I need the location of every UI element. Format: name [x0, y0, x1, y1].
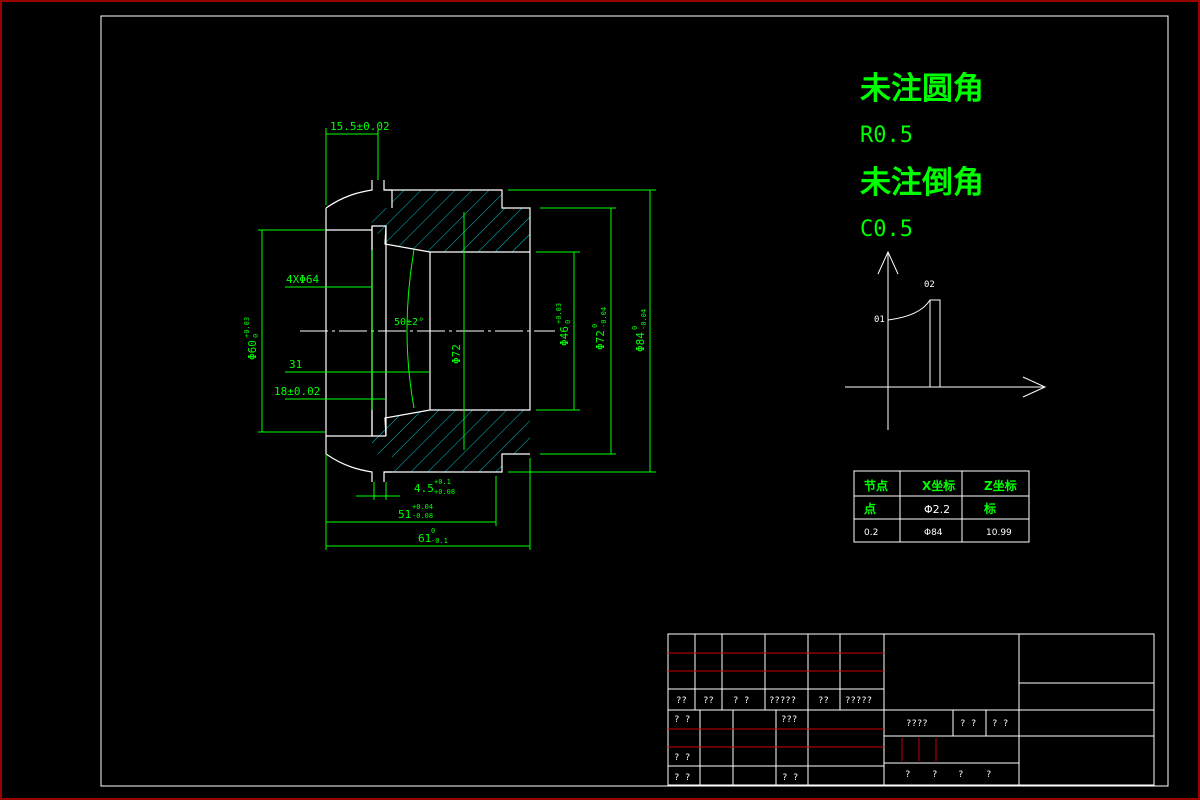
graph-point-1: 01	[874, 315, 885, 325]
dimension-lines	[258, 128, 656, 550]
part-section-view	[300, 180, 555, 482]
dim-len-51: 51	[398, 508, 411, 521]
dim-bore-tol-low: 0	[252, 334, 260, 338]
tb-mid-1: ???	[781, 715, 797, 725]
dim-dia-46-tol: +0.03	[555, 303, 563, 324]
tb-sheet-b: ? ?	[992, 719, 1008, 729]
fillet-title: 未注圆角	[860, 71, 984, 107]
chamfer-title: 未注倒角	[860, 165, 984, 201]
tb-bottom-2: ?	[932, 770, 937, 780]
dim-len-18: 18±0.02	[274, 385, 320, 398]
dim-dia-84: Φ84	[634, 332, 647, 352]
dim-len-45-up: +0.1	[434, 478, 451, 486]
tb-label-4: ?????	[769, 696, 796, 706]
dim-holes: 4XΦ64	[286, 273, 319, 286]
dim-len-61-low: -0.1	[431, 537, 448, 545]
dim-dia-72: Φ72	[450, 344, 463, 364]
dim-len-61-up: 0	[431, 527, 435, 535]
tb-label-2: ??	[703, 696, 714, 706]
coord-row1-x: Φ2.2	[924, 503, 950, 516]
coord-header-z: Z坐标	[984, 478, 1017, 493]
tb-left-1: ? ?	[674, 715, 690, 725]
dim-bore-tol: +0.03	[243, 317, 251, 338]
fillet-value: R0.5	[860, 123, 913, 148]
coord-header-node: 节点	[864, 478, 888, 493]
title-block	[667, 633, 1155, 786]
coord-row2-node: 0.2	[864, 528, 878, 538]
dim-len-45: 4.5	[414, 482, 434, 495]
tb-label-1: ??	[676, 696, 687, 706]
coord-row2-z: 10.99	[986, 528, 1012, 538]
graph-point-2: 02	[924, 280, 935, 290]
dim-dia-84-low: -0.04	[640, 309, 648, 330]
dim-groove-width: 15.5±0.02	[330, 120, 390, 133]
coord-row1-z: 标	[983, 501, 996, 516]
tb-bottom-3: ?	[958, 770, 963, 780]
coord-row1-node: 点	[864, 501, 876, 516]
dim-bore-dia: Φ60	[246, 340, 259, 360]
coord-row2-x: Φ84	[924, 528, 943, 538]
dim-dia-84-up: 0	[631, 326, 639, 330]
profile-graph	[845, 250, 1047, 430]
coordinate-table	[853, 470, 1030, 543]
dim-len-51-low: -0.08	[412, 512, 433, 520]
chamfer-value: C0.5	[860, 217, 913, 242]
dim-len-61: 61	[418, 532, 431, 545]
dim-dia-46-low: 0	[564, 320, 572, 324]
tb-bottom-1: ?	[905, 770, 910, 780]
dim-angle: 50±2°	[394, 317, 424, 328]
tb-label-3: ? ?	[733, 696, 749, 706]
dim-dia-72b-low: -0.04	[600, 307, 608, 328]
drawing-frame	[100, 15, 1169, 787]
tb-mid-2: ? ?	[782, 773, 798, 783]
dim-dia-72b: Φ72	[594, 330, 607, 350]
dim-len-51-up: +0.04	[412, 503, 433, 511]
tb-bottom-4: ?	[986, 770, 991, 780]
coord-header-x: X坐标	[922, 478, 955, 493]
dim-len-31: 31	[289, 358, 302, 371]
tb-label-6: ?????	[845, 696, 872, 706]
dim-dia-46: Φ46	[558, 326, 571, 346]
tb-scale: ????	[906, 719, 928, 729]
dim-dia-72b-up: 0	[591, 324, 599, 328]
dim-len-45-low: +0.08	[434, 488, 455, 496]
tb-left-3: ? ?	[674, 773, 690, 783]
tb-sheet-a: ? ?	[960, 719, 976, 729]
tb-label-5: ??	[818, 696, 829, 706]
tb-left-2: ? ?	[674, 753, 690, 763]
